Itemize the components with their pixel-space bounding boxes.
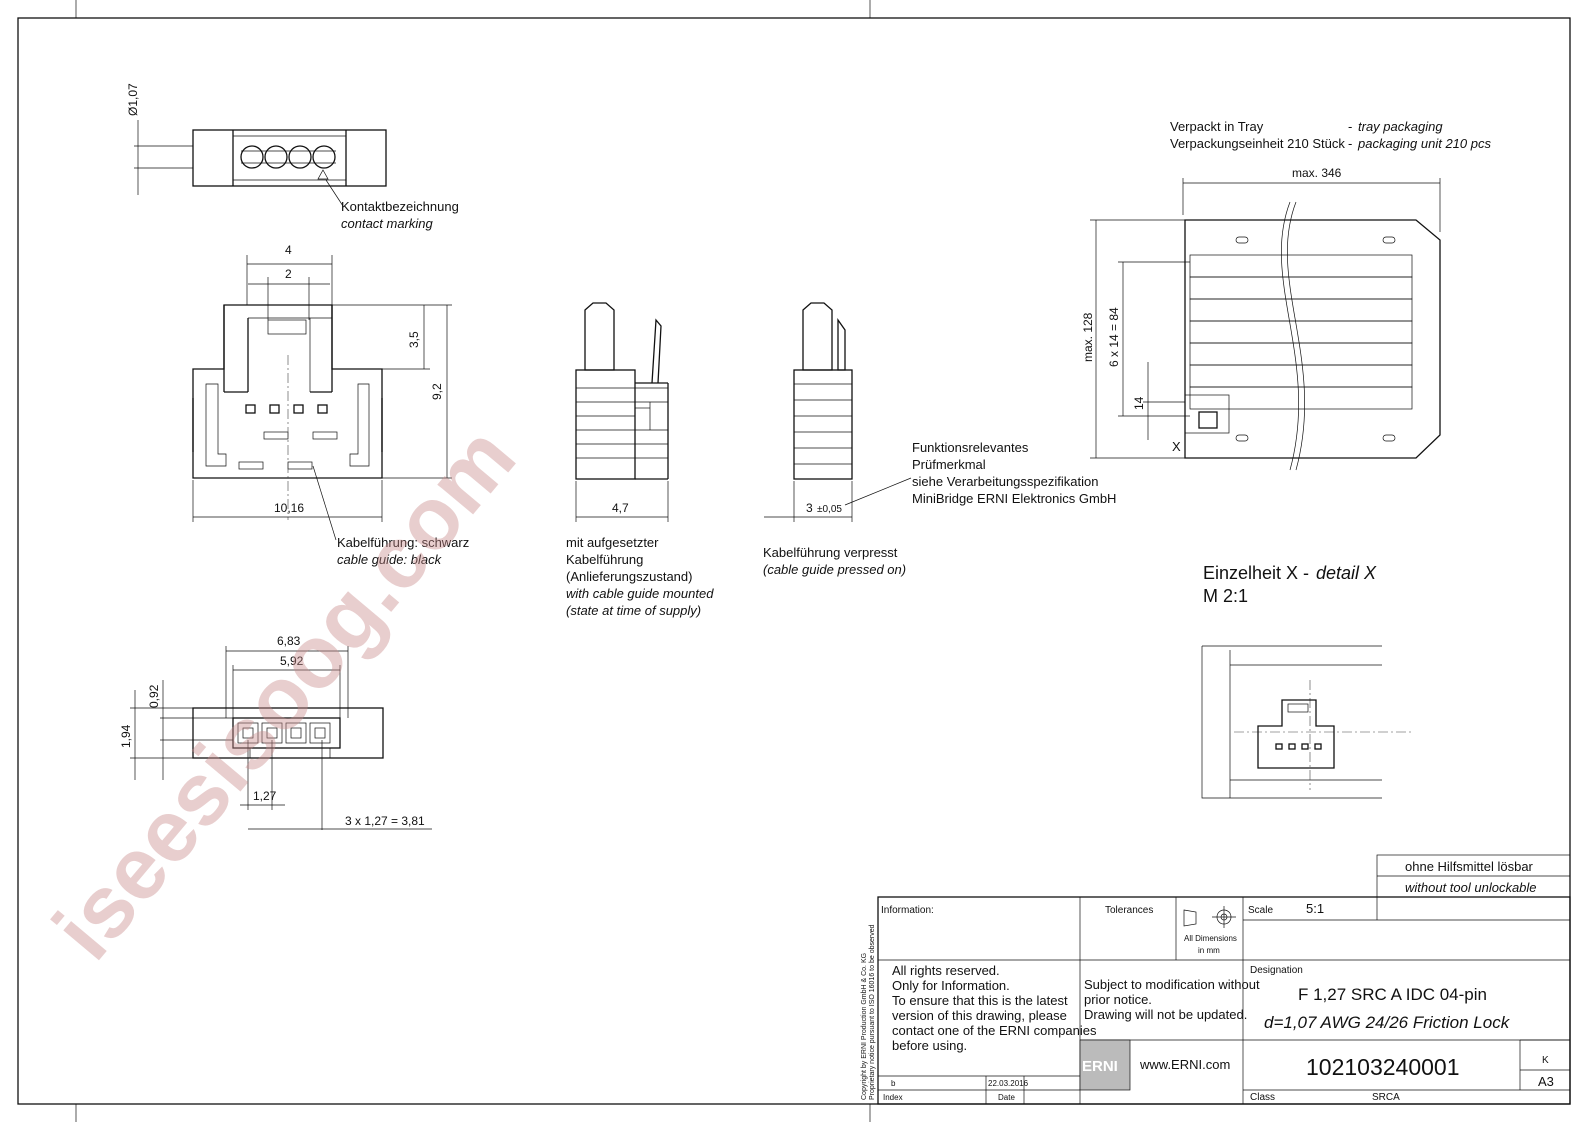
tray-line2-de: Verpackungseinheit 210 Stück [1170,136,1345,151]
diameter-dim: Ø1,07 [126,83,140,116]
rights-line-6: before using. [892,1038,967,1053]
watermark: iseesisoog.com [34,408,534,977]
detail-scale: M 2:1 [1203,586,1248,606]
dim-1-27: 1,27 [253,789,277,803]
part-number: 102103240001 [1306,1054,1460,1080]
rights-line-1: All rights reserved. [892,963,1000,978]
sheet-size: A3 [1538,1074,1554,1089]
pressed-label-de: Kabelführung verpresst [763,545,898,560]
information-label: Information: [881,905,934,916]
dim-3-5: 3,5 [407,331,421,348]
dim-4: 4 [285,243,292,257]
dim-10-16: 10,16 [274,501,304,515]
mounted-line-1: mit aufgesetzter [566,535,659,550]
dim-4-7: 4,7 [612,501,629,515]
date-value: 22.03.2016 [988,1079,1029,1088]
rights-line-3: To ensure that this is the latest [892,993,1068,1008]
website: www.ERNI.com [1139,1057,1230,1072]
mounted-line-3: (Anlieferungszustand) [566,569,692,584]
subject-line-3: Drawing will not be updated. [1084,1007,1247,1022]
function-note-line-2: Prüfmerkmal [912,457,986,472]
top-view: Ø1,07 Kontaktbezeichnung contact marking [126,83,459,231]
title-block: Information: Tolerances All Dimensions i… [861,896,1571,1105]
rights-line-5: contact one of the ERNI companies [892,1023,1097,1038]
detail-title-de: Einzelheit X - [1203,563,1309,583]
rev-letter: K [1542,1055,1549,1066]
designation-line-1: F 1,27 SRC A IDC 04-pin [1298,985,1487,1004]
in-mm: in mm [1198,946,1220,955]
erni-logo-box [1079,1039,1131,1091]
sheet-frame [17,0,1571,1122]
date-label: Date [998,1093,1015,1102]
function-note-line-4: MiniBridge ERNI Elektronics GmbH [912,491,1116,506]
dim-3-tolerance: ±0,05 [817,504,842,515]
tray-line2-en: packaging unit 210 pcs [1357,136,1491,151]
side-view-pressed: 3 ±0,05 Kabelführung verpresst (cable gu… [763,302,912,577]
tray-dim-14: 14 [1132,396,1146,410]
designation-line-2: d=1,07 AWG 24/26 Friction Lock [1264,1013,1511,1032]
rights-line-4: version of this drawing, please [892,1008,1067,1023]
tray-max-128: max. 128 [1081,312,1095,362]
projection-symbol-icon [1183,906,1236,928]
dim-pitch: 3 x 1,27 = 3,81 [345,814,425,828]
all-dimensions: All Dimensions [1184,934,1237,943]
dim-3: 3 [806,501,813,515]
contact-marking-de: Kontaktbezeichnung [341,199,459,214]
class-label: Class [1250,1092,1275,1103]
function-note: Funktionsrelevantes Prüfmerkmal siehe Ve… [912,440,1116,506]
dim-6-83: 6,83 [277,634,301,648]
cable-guide-de: Kabelführung: schwarz [337,535,469,550]
dim-5-92: 5,92 [280,654,304,668]
mounted-line-en-2: (state at time of supply) [566,603,701,618]
mounted-line-2: Kabelführung [566,552,643,567]
subject-line-1: Subject to modification without [1084,977,1260,992]
unlock-en: without tool unlockable [1405,880,1537,895]
index-value: b [891,1079,896,1088]
mounted-line-en-1: with cable guide mounted [566,586,714,601]
subject-line-2: prior notice. [1084,992,1152,1007]
tray-line1-en: tray packaging [1358,119,1443,134]
index-label: Index [883,1093,903,1102]
tray-line1-dash: - [1348,119,1352,134]
cable-guide-en: cable guide: black [337,552,443,567]
scale-label: Scale [1248,905,1273,916]
function-note-line-3: siehe Verarbeitungsspezifikation [912,474,1098,489]
contact-marking-en: contact marking [341,216,434,231]
side-view-mounted: 4,7 mit aufgesetzter Kabelführung (Anlie… [566,302,714,618]
bottom-view: 6,83 5,92 0,92 1,94 1,27 3 x 1,27 = 3,81 [119,634,432,830]
pressed-label-en: (cable guide pressed on) [763,562,906,577]
detail-title-en: detail X [1316,563,1377,583]
dim-1-94: 1,94 [119,724,133,748]
tray-line2-dash: - [1348,136,1352,151]
tray-pitch: 6 x 14 = 84 [1107,307,1121,367]
dim-2: 2 [285,267,292,281]
detail-x: Einzelheit X - detail X M 2:1 [1201,563,1412,799]
front-view: 4 2 3,5 9,2 10,16 Kabelführung: schwarz … [192,243,469,567]
tray-line1-de: Verpackt in Tray [1170,119,1264,134]
rights-line-2: Only for Information. [892,978,1010,993]
unlock-box: ohne Hilfsmittel lösbar without tool unl… [1376,854,1571,898]
function-note-line-1: Funktionsrelevantes [912,440,1029,455]
dim-9-2: 9,2 [430,383,444,400]
erni-logo: ERNI [1082,1058,1118,1075]
detail-x-marker: X [1172,439,1181,454]
designation-label: Designation [1250,965,1303,976]
unlock-de: ohne Hilfsmittel lösbar [1405,859,1534,874]
tray-view: Verpackt in Tray - tray packaging Verpac… [1081,119,1491,471]
dim-0-92: 0,92 [147,684,161,708]
tolerances-label: Tolerances [1105,905,1153,916]
tray-max-346: max. 346 [1292,166,1342,180]
copyright-line-2: Proprietary notice pursuant to ISO 16016… [869,924,876,1100]
scale-value: 5:1 [1306,901,1324,916]
class-value: SRCA [1372,1092,1400,1103]
copyright-line-1: Copyright by ERNI Production GmbH & Co. … [861,953,868,1100]
